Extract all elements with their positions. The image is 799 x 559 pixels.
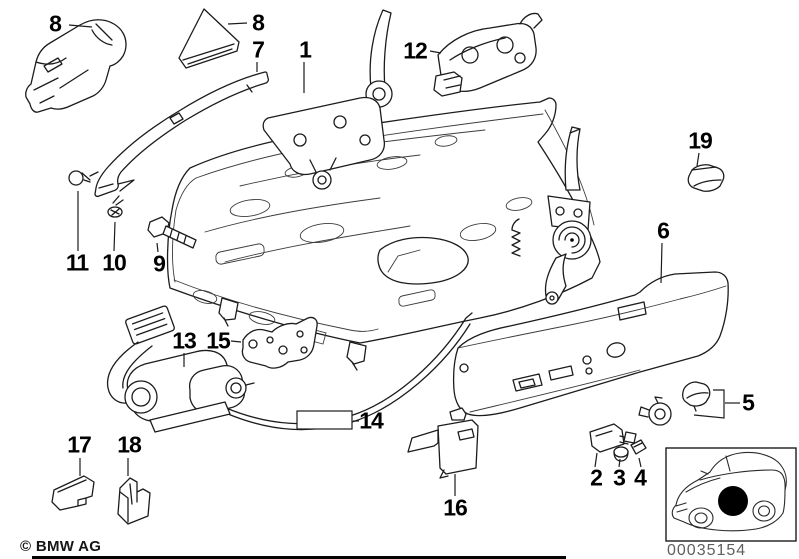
- part-2-switch-drawing: [589, 423, 637, 453]
- part-label-19-5[interactable]: 19: [688, 127, 713, 154]
- part-3-cap-drawing: [613, 446, 629, 462]
- leader-line-19: [696, 152, 700, 167]
- leader-line-10: [113, 221, 116, 252]
- part-label-14-12[interactable]: 14: [359, 407, 384, 434]
- leader-line-8: [227, 22, 248, 25]
- part-label-5-19[interactable]: 5: [742, 389, 755, 416]
- part-label-2-16[interactable]: 2: [590, 464, 603, 491]
- part-17-sleeve-drawing: [51, 475, 95, 511]
- part-16-holder-drawing: [407, 407, 479, 479]
- part-label-11-7[interactable]: 11: [65, 249, 89, 276]
- part-label-4-18[interactable]: 4: [634, 464, 647, 491]
- part-label-12-4[interactable]: 12: [403, 37, 428, 64]
- part-10-screw-drawing: [107, 195, 124, 218]
- part-12-drive-drawing: [433, 12, 543, 97]
- part-label-15-11[interactable]: 15: [206, 327, 231, 354]
- part-7-rail-drawing: [94, 71, 270, 198]
- part-8-triangle-cover-drawing: [178, 8, 240, 69]
- part-13-motor-drawing: [106, 305, 473, 433]
- part-4-cap-drawing: [630, 439, 647, 455]
- part-18-clip-drawing: [117, 477, 151, 525]
- part-label-13-10[interactable]: 13: [172, 327, 197, 354]
- part-8-belt-cover-drawing: [25, 19, 127, 113]
- leader-line-3: [618, 458, 621, 468]
- leader-line-9: [156, 242, 159, 253]
- part-11-pin-drawing: [68, 170, 99, 186]
- part-label-10-8[interactable]: 10: [102, 249, 127, 276]
- part-6-side-panel-drawing: [452, 271, 729, 417]
- part-label-9-9[interactable]: 9: [153, 250, 166, 277]
- part-label-1-3[interactable]: 1: [299, 36, 312, 63]
- copyright-text: © BMW AG: [20, 538, 102, 555]
- part-label-16-13[interactable]: 16: [443, 494, 468, 521]
- leader-line-6: [660, 242, 663, 284]
- leader-line-12: [429, 50, 442, 54]
- seat-location-dot: [718, 486, 748, 516]
- leader-line-15: [230, 340, 242, 343]
- car-seat-location-icon: [671, 451, 787, 532]
- part-label-6-6[interactable]: 6: [657, 217, 670, 244]
- part-9-bolt-drawing: [147, 216, 197, 249]
- part-5-bracket-line: [693, 389, 725, 419]
- part-5-knob-drawing: [638, 381, 725, 426]
- part-label-7-2[interactable]: 7: [252, 36, 265, 63]
- part-label-8-0[interactable]: 8: [49, 10, 62, 37]
- part-1-seat-frame-drawing: [166, 9, 601, 371]
- leader-line-2: [594, 452, 598, 468]
- part-label-8-1[interactable]: 8: [252, 9, 265, 36]
- diagram-number: 00035154: [667, 542, 747, 559]
- car-location-box: [665, 447, 797, 542]
- leader-lines-layer: [68, 22, 740, 496]
- part-15-bracket-drawing: [241, 316, 318, 369]
- part-14-cable-highlight: [296, 410, 353, 430]
- part-label-3-17[interactable]: 3: [613, 464, 626, 491]
- leader-line-8: [68, 24, 93, 28]
- part-label-17-14[interactable]: 17: [67, 431, 92, 458]
- part-19-cap-drawing: [687, 164, 725, 192]
- leader-line-4: [638, 457, 642, 468]
- part-label-18-15[interactable]: 18: [117, 431, 142, 458]
